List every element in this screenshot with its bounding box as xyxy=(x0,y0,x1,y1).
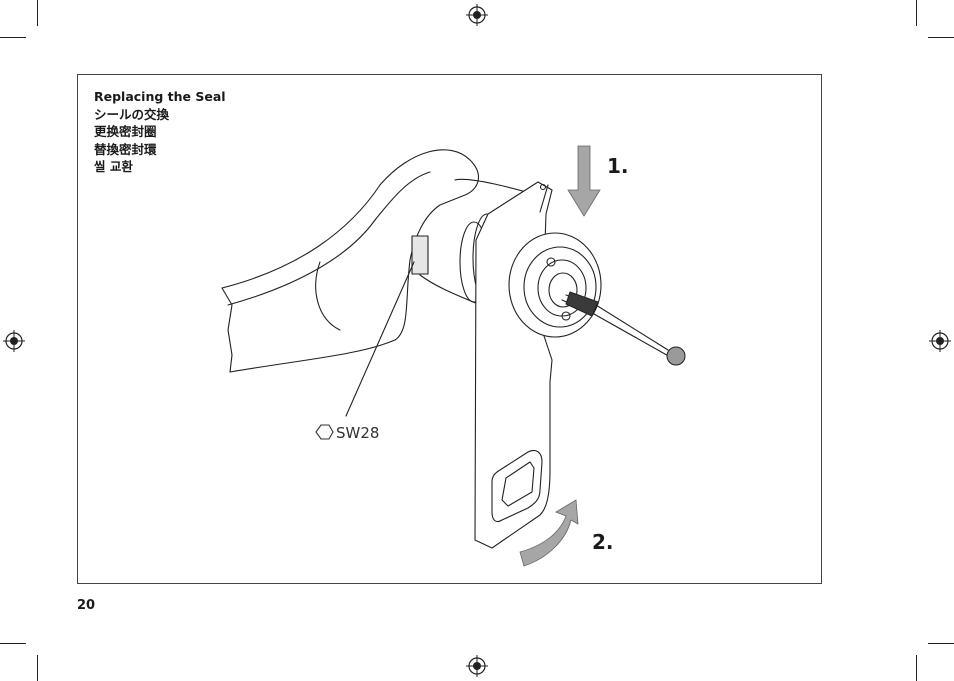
hand-outline xyxy=(222,150,478,372)
page-number: 20 xyxy=(77,598,95,613)
heading-japanese: シールの交換 xyxy=(94,106,226,124)
sw-pointer-line xyxy=(346,262,414,416)
step1-arrow-icon xyxy=(568,146,600,216)
step1-label: 1. xyxy=(607,154,629,178)
stylus-ball xyxy=(667,347,685,365)
tool-body-bottom xyxy=(420,275,480,305)
heading-chinese-traditional: 替換密封環 xyxy=(94,141,226,159)
thumb-line xyxy=(316,262,340,330)
probe-head-outer xyxy=(509,233,601,337)
glove-cuff xyxy=(222,288,232,372)
step2-label: 2. xyxy=(592,530,614,554)
hexagon-icon xyxy=(316,425,333,439)
wrench-flat xyxy=(412,236,428,274)
heading-block: Replacing the Seal シールの交換 更换密封圈 替換密封環 씰 … xyxy=(94,88,226,176)
wrench-size-label: SW28 xyxy=(336,424,379,442)
heading-korean: 씰 교환 xyxy=(94,158,226,176)
heading-english: Replacing the Seal xyxy=(94,88,226,106)
heading-chinese-simplified: 更换密封圈 xyxy=(94,123,226,141)
